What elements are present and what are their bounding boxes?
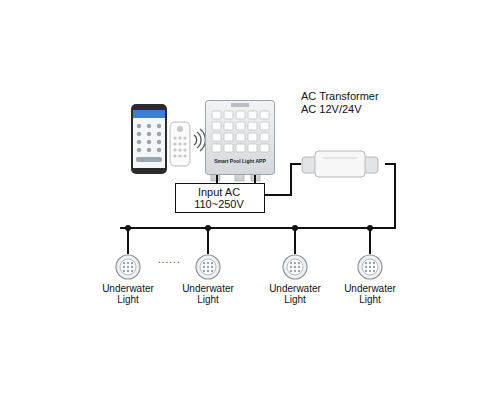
key <box>212 122 221 130</box>
underwater-light-symbol <box>195 254 221 280</box>
key <box>236 122 245 130</box>
cable-gland <box>211 174 260 181</box>
key <box>224 111 233 119</box>
transformer-node: AC Transformer AC 12V/24V <box>301 90 385 179</box>
light-node: Underwater Light <box>176 254 240 305</box>
junction-dot <box>292 225 298 231</box>
underwater-light-symbol <box>282 254 308 280</box>
wire-connector <box>216 175 218 183</box>
light-label: Underwater Light <box>338 283 402 305</box>
component-label: AC Transformer AC 12V/24V <box>301 90 385 116</box>
light-label: Underwater Light <box>263 283 327 305</box>
key <box>260 111 269 119</box>
key <box>236 144 245 152</box>
light-node: Underwater Light <box>96 254 160 305</box>
key <box>248 144 257 152</box>
transformer-shape <box>301 149 379 179</box>
light-icon <box>357 254 383 280</box>
phone-buttons <box>136 124 162 162</box>
device-label: Smart Pool Light APP <box>205 158 275 164</box>
key <box>224 133 233 141</box>
junction-dot <box>367 225 373 231</box>
key <box>212 111 221 119</box>
key <box>212 144 221 152</box>
key <box>260 144 269 152</box>
transformer-symbol <box>301 149 379 179</box>
junction-dot <box>125 225 131 231</box>
light-icon <box>195 254 221 280</box>
ellipsis-label: ...... <box>158 254 181 265</box>
light-icon <box>115 254 141 280</box>
key <box>224 122 233 130</box>
underwater-light-symbol <box>115 254 141 280</box>
light-label: Underwater Light <box>176 283 240 305</box>
junction-dot <box>205 225 211 231</box>
phone-body <box>131 104 167 174</box>
remote-buttons <box>173 126 186 158</box>
controller-node: Smart Pool Light APP <box>205 100 275 175</box>
wireless-symbol <box>194 129 205 151</box>
key <box>248 133 257 141</box>
light-node: Underwater Light <box>338 254 402 305</box>
key <box>260 122 269 130</box>
key <box>212 133 221 141</box>
key <box>236 111 245 119</box>
key <box>236 133 245 141</box>
key <box>260 133 269 141</box>
wire-connector <box>370 164 395 254</box>
phone-screen <box>133 110 165 168</box>
key <box>224 144 233 152</box>
underwater-light-symbol <box>357 254 383 280</box>
box-label: Input AC 110~250V <box>180 186 258 210</box>
light-icon <box>282 254 308 280</box>
key <box>248 111 257 119</box>
light-label: Underwater Light <box>96 283 160 305</box>
light-node: Underwater Light <box>263 254 327 305</box>
remote-body <box>170 122 190 166</box>
input-node: Input AC 110~250V <box>175 183 265 213</box>
key <box>248 122 257 130</box>
phone-header <box>133 110 165 118</box>
